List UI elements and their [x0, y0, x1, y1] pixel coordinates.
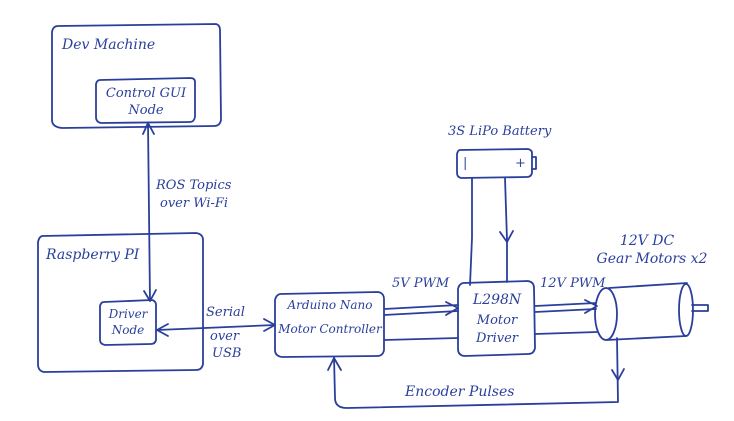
driver-node-label-line2: Node — [111, 323, 145, 337]
arduino-label-line1: Arduino Nano — [287, 298, 373, 312]
arduino-box — [274, 291, 385, 358]
ros-label-line2: over Wi-Fi — [160, 196, 229, 211]
pwm-5v-label: 5V PWM — [392, 276, 450, 291]
encoder-label: Encoder Pulses — [405, 384, 515, 400]
serial-label-line2: over — [210, 329, 240, 344]
driver-node-label-line1: Driver — [108, 307, 148, 321]
motors-label-line2: Gear Motors x2 — [596, 251, 708, 267]
raspberry-pi-box — [37, 232, 204, 373]
encoder-loop — [333, 337, 619, 409]
pwm-5v-arrow — [445, 301, 459, 316]
raspberry-pi-label: Raspberry PI — [46, 247, 140, 263]
motors-label-line1: 12V DC — [619, 233, 675, 249]
motor-body — [606, 282, 688, 341]
pwm-12v-line-bottom — [534, 308, 597, 313]
motor-shaft — [691, 304, 709, 312]
dev-machine-label: Dev Machine — [62, 37, 156, 53]
l298n-motor-lower-line — [534, 331, 598, 335]
arduino-label-line2: Motor Controller — [278, 322, 382, 336]
battery-lead-right — [504, 177, 508, 283]
ros-label-line1: ROS Topics — [156, 178, 232, 193]
ros-arrow-down — [143, 289, 157, 302]
l298n-box — [457, 280, 536, 357]
battery-label: 3S LiPo Battery — [448, 124, 552, 139]
driver-node-box — [99, 299, 157, 346]
l298n-label-line3: Driver — [475, 331, 519, 346]
pwm-5v-line-bottom — [383, 310, 459, 316]
encoder-arrow-arduino — [327, 357, 342, 371]
pwm-5v-line-top — [383, 304, 459, 310]
motor-front-end — [594, 287, 618, 341]
battery-plus-label: + — [515, 156, 526, 171]
control-gui-label-line1: Control GUI — [105, 86, 187, 101]
l298n-label-line2: Motor — [476, 313, 518, 328]
arduino-l298n-lower-line — [383, 337, 459, 341]
serial-link — [156, 324, 276, 331]
pwm-12v-arrow — [584, 299, 598, 314]
serial-arrow-right — [263, 318, 276, 332]
battery-lead-arrow — [499, 230, 514, 243]
serial-label-line1: Serial — [206, 305, 245, 320]
dev-machine-box — [51, 23, 222, 129]
l298n-label-line1: L298N — [472, 292, 522, 308]
serial-label-line3: USB — [212, 346, 242, 361]
ros-arrow-up — [142, 122, 155, 135]
battery-body — [456, 148, 533, 179]
battery-terminal — [531, 156, 537, 170]
control-gui-node-box — [95, 77, 196, 124]
battery-minus-label: | — [463, 156, 468, 171]
control-gui-label-line2: Node — [128, 103, 164, 118]
ros-link — [147, 122, 151, 302]
pwm-12v-label: 12V PWM — [540, 276, 606, 291]
encoder-arrow-motor — [611, 368, 625, 381]
battery-lead-left — [469, 177, 473, 286]
motor-back-end — [678, 283, 694, 337]
pwm-12v-line-top — [534, 302, 597, 307]
serial-arrow-left — [156, 323, 169, 337]
